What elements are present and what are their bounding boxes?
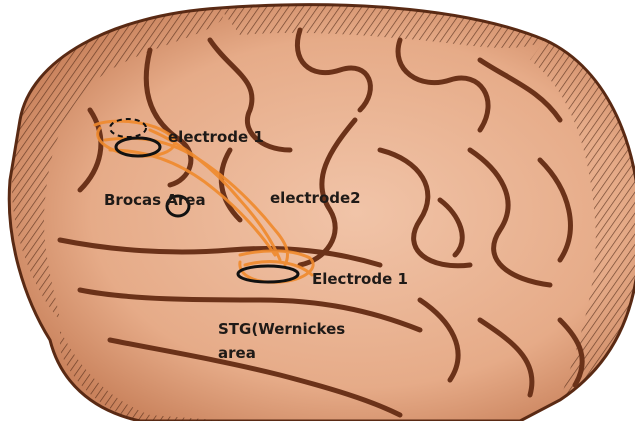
stg-wernickes-label: STG(Wernickes [218,320,345,338]
electrode-2-label: electrode2 [270,189,361,207]
electrode-1-top-label: electrode 1 [168,128,264,146]
stg-wernickes-label-line2: area [218,344,256,362]
electrode-1-bottom-label: Electrode 1 [312,270,408,288]
brocas-area-label: Brocas Area [104,191,206,209]
